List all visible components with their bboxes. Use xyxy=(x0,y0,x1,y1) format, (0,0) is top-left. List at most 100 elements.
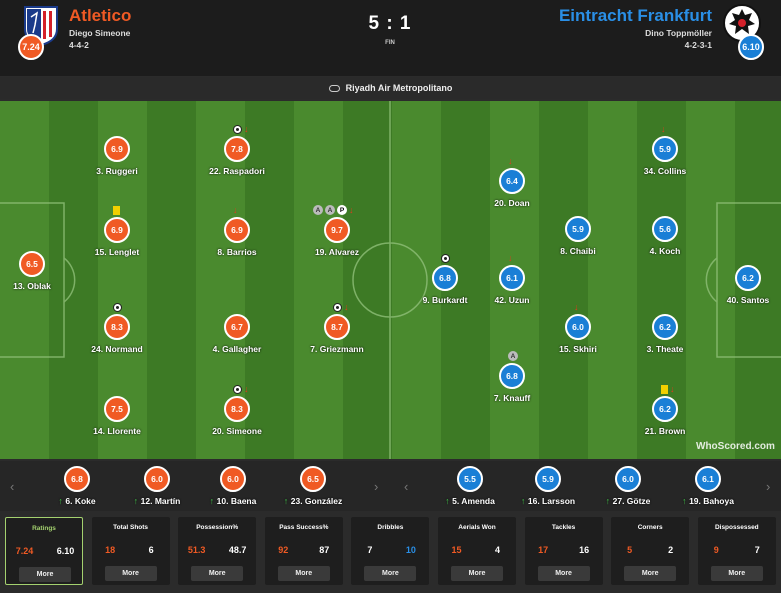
player-event-icons: ↓ xyxy=(333,302,349,312)
player-rating-badge: 5.9 xyxy=(652,136,678,162)
sub-on-arrow-icon: ↑ xyxy=(283,496,291,506)
stat-title: Possession% xyxy=(196,524,239,531)
stat-home-value: 92 xyxy=(278,545,289,555)
sub-on-arrow-icon: ↑ xyxy=(605,496,613,506)
player-event-icons: A xyxy=(508,351,518,361)
stat-more-button[interactable]: More xyxy=(364,566,417,581)
player-name: 42. Uzun xyxy=(494,295,530,305)
stat-more-button[interactable]: More xyxy=(191,566,244,581)
stat-home-value: 18 xyxy=(105,545,116,555)
subs-prev-home-icon[interactable]: ‹ xyxy=(10,479,15,494)
sub-on-arrow-icon: ↑ xyxy=(682,496,690,506)
away-substitute[interactable]: 5.5 ↑ 5. Amenda xyxy=(430,466,510,506)
home-team-rating: 7.24 xyxy=(18,34,44,60)
home-team-name[interactable]: Atletico xyxy=(69,6,132,25)
away-team-name[interactable]: Eintracht Frankfurt xyxy=(558,6,712,25)
player-event-icons: ↓ xyxy=(233,124,249,134)
player-rating-badge: 6.5 xyxy=(19,251,45,277)
home-player[interactable]: 6.5 13. Oblak xyxy=(0,251,72,291)
frankfurt-crest-icon[interactable] xyxy=(722,3,762,47)
player-name: 19. Alvarez xyxy=(314,247,360,257)
player-event-icons: ↓ xyxy=(508,156,513,166)
home-substitute[interactable]: 6.0↑ 12. Martín xyxy=(117,466,197,506)
home-substitute[interactable]: 6.0↑ 10. Baena xyxy=(193,466,273,506)
player-name: 20. Simeone xyxy=(212,426,262,436)
player-event-icons xyxy=(113,205,120,215)
stat-away-value: 6.10 xyxy=(56,546,75,556)
stat-more-button[interactable]: More xyxy=(277,566,330,581)
player-name: 14. Llorente xyxy=(93,426,141,436)
player-rating-badge: 5.9 xyxy=(535,466,561,492)
sub-on-arrow-icon: ↑ xyxy=(445,496,453,506)
stat-more-button[interactable]: More xyxy=(624,566,677,581)
player-name: 20. Doan xyxy=(494,198,530,208)
sub-off-arrow-icon: ↓ xyxy=(508,252,513,263)
stat-more-button[interactable]: More xyxy=(451,566,503,581)
home-substitute[interactable]: 6.5↑ 23. González xyxy=(273,466,353,506)
away-substitute[interactable]: 6.0↑ 27. Götze xyxy=(588,466,668,506)
sub-on-arrow-icon: ↑ xyxy=(133,496,141,506)
player-name: 7. Griezmann xyxy=(310,344,364,354)
home-substitute[interactable]: 6.8↑ 6. Koke xyxy=(37,466,117,506)
player-rating-badge: 7.8 xyxy=(224,136,250,162)
away-substitute[interactable]: 5.9↑ 16. Larsson xyxy=(508,466,588,506)
away-substitute[interactable]: 6.1↑ 19. Bahoya xyxy=(668,466,748,506)
player-name: 5. Amenda xyxy=(452,496,495,506)
sub-off-arrow-icon: ↓ xyxy=(244,383,249,394)
subs-prev-away-icon[interactable]: ‹ xyxy=(404,479,409,494)
penalty-icon: P xyxy=(337,205,347,215)
player-name-row: ↑ 23. González xyxy=(273,496,353,506)
player-name: 21. Brown xyxy=(644,426,686,436)
goal-ball-icon xyxy=(113,302,122,312)
subs-next-away-icon[interactable]: › xyxy=(766,479,771,494)
assist-icon: A xyxy=(508,351,518,361)
stat-more-button[interactable]: More xyxy=(537,566,590,581)
player-event-icons: ↓ xyxy=(508,253,513,263)
player-name: 13. Oblak xyxy=(13,281,51,291)
stat-home-value: 51.3 xyxy=(187,545,206,555)
subs-next-home-icon[interactable]: › xyxy=(374,479,379,494)
match-status: FIN xyxy=(385,40,395,46)
stat-title: Total Shots xyxy=(113,524,149,531)
stat-more-button[interactable]: More xyxy=(19,567,71,582)
stat-more-button[interactable]: More xyxy=(104,566,157,581)
player-name: 7. Knauff xyxy=(493,393,531,403)
player-rating-badge: 5.5 xyxy=(457,466,483,492)
stat-more-button[interactable]: More xyxy=(710,566,763,581)
player-name: 4. Gallagher xyxy=(212,344,262,354)
player-name: 15. Skhiri xyxy=(559,344,597,354)
player-rating-badge: 6.9 xyxy=(104,136,130,162)
assist-icon: A xyxy=(325,205,335,215)
